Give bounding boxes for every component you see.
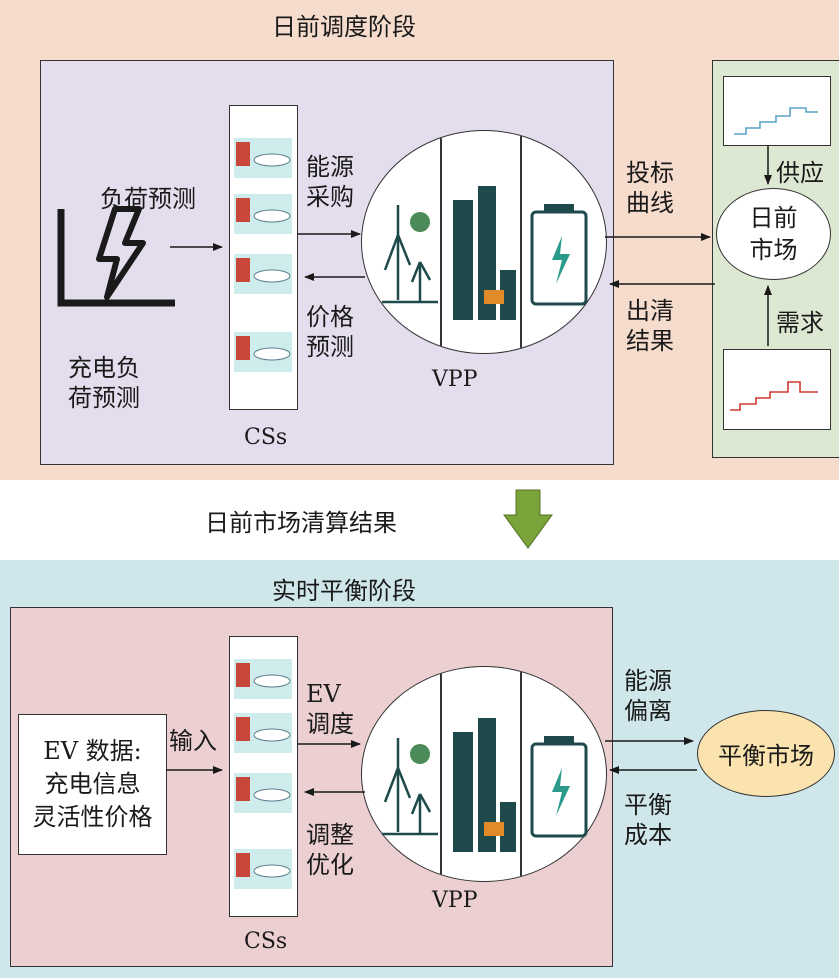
ev-data-box: EV 数据: 充电信息 灵活性价格 — [18, 714, 167, 855]
day-ahead-title: 日前调度阶段 — [272, 13, 416, 41]
charger-icon — [236, 142, 250, 166]
supply-curve-line — [734, 107, 818, 135]
day-ahead-market: 日前市场 — [716, 188, 831, 280]
supply-label: 供应 — [776, 159, 824, 187]
charger-icon — [236, 663, 250, 687]
wind-turbine-icon — [382, 738, 438, 836]
charger-icon — [236, 258, 250, 282]
vpp-label-top: VPP — [432, 367, 478, 392]
charger-icon — [236, 717, 250, 741]
tree-icon — [410, 212, 430, 232]
car-icon — [253, 347, 291, 361]
clearing-result-label-top: 出清结果 — [626, 297, 674, 355]
charger-icon — [236, 198, 250, 222]
car-icon — [253, 209, 291, 223]
real-time-title: 实时平衡阶段 — [272, 577, 416, 605]
adjust-optimize-label: 调整优化 — [306, 821, 354, 879]
down-arrow-icon — [503, 489, 553, 549]
car-icon — [253, 864, 291, 878]
car-icon — [253, 674, 291, 688]
energy-purchase-label: 能源采购 — [306, 153, 354, 211]
balance-market: 平衡市场 — [697, 710, 835, 797]
car-icon — [253, 269, 291, 283]
demand-curve-line — [730, 381, 818, 411]
bid-curve-label: 投标曲线 — [626, 159, 674, 217]
demand-label: 需求 — [776, 309, 824, 337]
factory-icon — [453, 186, 516, 320]
battery-icon — [530, 736, 588, 838]
balance-cost-label: 平衡成本 — [624, 791, 672, 849]
car-icon — [253, 153, 291, 167]
clearing-result-label: 日前市场清算结果 — [205, 509, 397, 537]
charge-forecast-label: 充电负荷预测 — [68, 354, 140, 412]
charger-icon — [236, 336, 250, 360]
energy-deviation-label: 能源偏离 — [624, 667, 672, 725]
vpp-label-bottom: VPP — [432, 888, 478, 913]
input-label: 输入 — [169, 727, 217, 755]
demand-curve-chart — [723, 349, 831, 430]
car-icon — [253, 728, 291, 742]
load-forecast-icon — [57, 206, 175, 307]
battery-icon — [530, 204, 588, 306]
tree-icon — [410, 744, 430, 764]
cs-label-top: CSs — [244, 425, 288, 450]
charger-icon — [236, 777, 250, 801]
factory-icon — [453, 718, 516, 852]
car-icon — [253, 788, 291, 802]
charger-icon — [236, 853, 250, 877]
wind-turbine-icon — [382, 205, 438, 304]
cs-label-bottom: CSs — [244, 929, 288, 954]
price-forecast-label: 价格预测 — [306, 303, 354, 361]
